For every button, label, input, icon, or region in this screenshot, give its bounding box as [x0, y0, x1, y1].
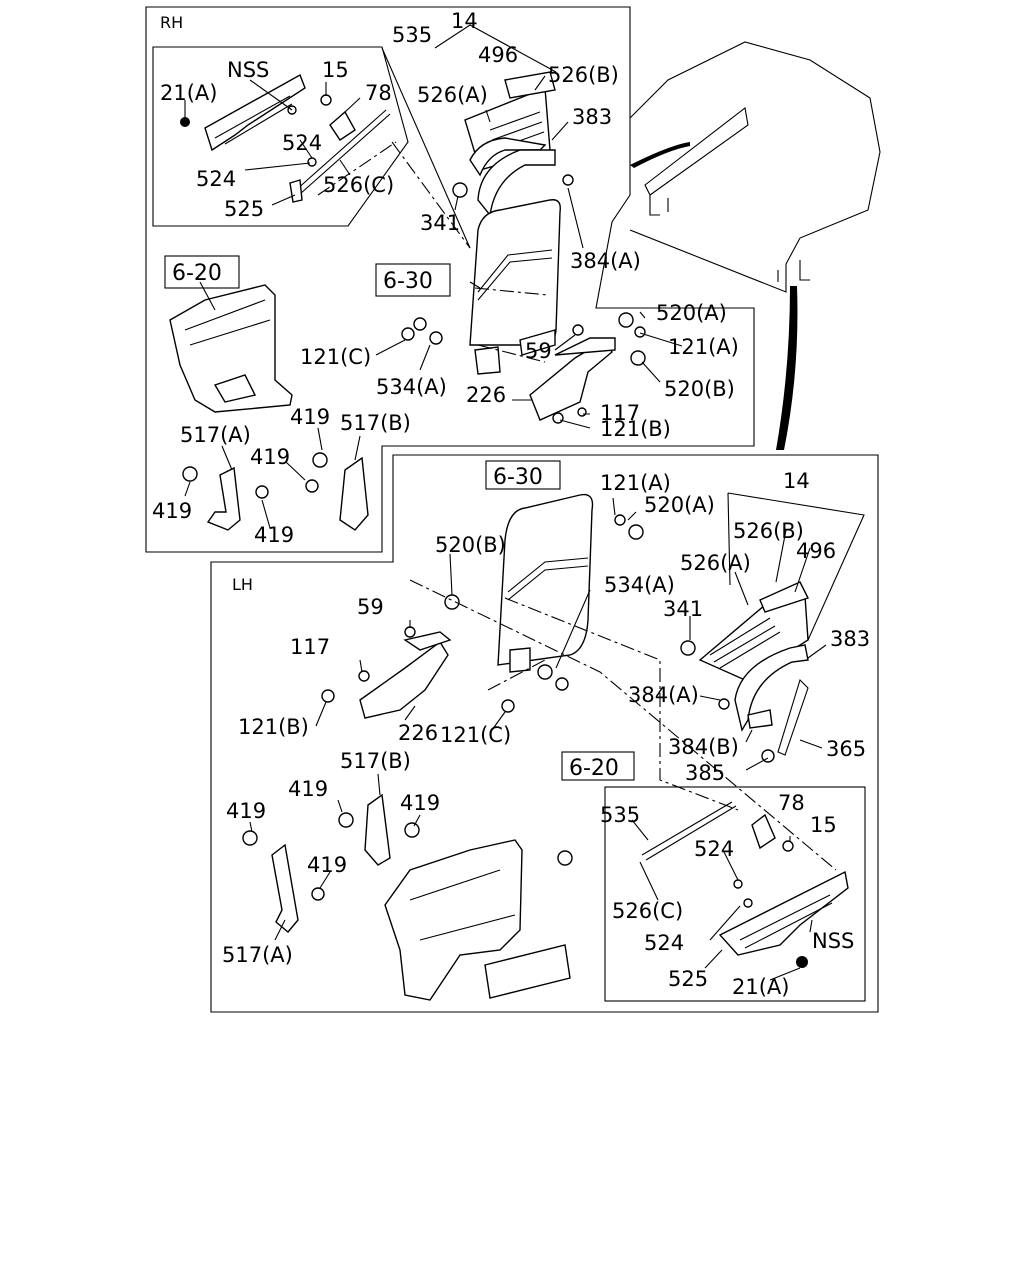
lh-callout-419b: 419	[400, 791, 440, 815]
rh-callout-520b: 520(B)	[664, 377, 735, 401]
rh-quarter-panel	[169, 284, 293, 413]
rh-ref-630: 6-30	[383, 269, 433, 294]
rh-ref-box-630	[375, 263, 451, 297]
lh-callout-385: 385	[685, 761, 725, 785]
rh-callout-383: 383	[572, 105, 612, 129]
lh-callout-384b: 384(B)	[668, 735, 739, 759]
rh-frame	[145, 6, 755, 553]
lh-callout-59: 59	[357, 595, 384, 619]
lh-ref-box-620	[561, 751, 635, 781]
lh-callout-517a: 517(A)	[222, 943, 293, 967]
rh-callout-419d: 419	[254, 523, 294, 547]
rh-bracket-517b	[339, 456, 369, 531]
lh-callout-525: 525	[668, 967, 708, 991]
rh-nss-bracket	[204, 73, 306, 152]
lh-callout-365: 365	[826, 737, 866, 761]
lh-callout-524a: 524	[694, 837, 734, 861]
rh-inner-box	[152, 46, 409, 227]
lh-callout-526c: 526(C)	[612, 899, 683, 923]
lh-callout-419c: 419	[226, 799, 266, 823]
lh-callout-117: 117	[290, 635, 330, 659]
lh-callout-535: 535	[600, 803, 640, 827]
lh-callout-383: 383	[830, 627, 870, 651]
rh-callout-419a: 419	[290, 405, 330, 429]
lh-ref-630: 6-30	[493, 465, 543, 490]
lh-callout-526b: 526(B)	[733, 519, 804, 543]
rh-callout-526a: 526(A)	[417, 83, 488, 107]
rh-callout-384a: 384(A)	[570, 249, 641, 273]
rh-bracket-226	[529, 339, 613, 421]
rh-door-frame	[469, 199, 561, 346]
rh-callout-534a: 534(A)	[376, 375, 447, 399]
rh-callout-21a: 21(A)	[160, 81, 217, 105]
lh-bracket-226	[359, 640, 449, 719]
lh-callout-341: 341	[663, 597, 703, 621]
rh-callout-419c: 419	[152, 499, 192, 523]
rh-callout-nss: NSS	[227, 58, 269, 82]
cab-illustration	[629, 41, 881, 450]
lh-callout-121a: 121(A)	[600, 471, 671, 495]
rh-section-label: RH	[160, 13, 183, 32]
rh-callout-419b: 419	[250, 445, 290, 469]
rh-callout-226: 226	[466, 383, 506, 407]
lh-callout-121b: 121(B)	[238, 715, 309, 739]
rh-callout-517a: 517(A)	[180, 423, 251, 447]
lh-callout-419d: 419	[307, 853, 347, 877]
lh-bracket-517b	[364, 793, 391, 866]
rh-callout-341: 341	[420, 211, 460, 235]
rh-ref-620: 6-20	[172, 261, 222, 286]
rh-callout-121a: 121(A)	[668, 335, 739, 359]
rh-callout-526c: 526(C)	[323, 173, 394, 197]
rh-callout-78: 78	[365, 81, 392, 105]
rh-callout-517b: 517(B)	[340, 411, 411, 435]
rh-bracket-517a	[206, 466, 241, 531]
lh-callout-121c: 121(C)	[440, 723, 511, 747]
rh-callout-535: 535	[392, 23, 432, 47]
rh-callout-496: 496	[478, 43, 518, 67]
lh-callout-520b: 520(B)	[435, 533, 506, 557]
lh-frame	[210, 454, 879, 1013]
lh-callout-21a: 21(A)	[732, 975, 789, 999]
lh-ref-620: 6-20	[569, 756, 619, 781]
lh-callout-15: 15	[810, 813, 837, 837]
lh-ref-box-630	[485, 460, 561, 490]
lh-inner-box	[604, 786, 866, 1002]
rh-callout-121c: 121(C)	[300, 345, 371, 369]
rh-section: RH	[145, 6, 755, 553]
lh-callout-14: 14	[783, 469, 810, 493]
lh-door-frame	[497, 493, 594, 666]
lh-callout-524b: 524	[644, 931, 684, 955]
lh-callout-78: 78	[778, 791, 805, 815]
rh-callout-526b: 526(B)	[548, 63, 619, 87]
rh-ref-box-620	[164, 255, 240, 289]
rh-callout-14: 14	[451, 9, 478, 33]
rh-callout-524b: 524	[196, 167, 236, 191]
lh-callout-534a: 534(A)	[604, 573, 675, 597]
lh-section: LH	[210, 454, 879, 1013]
lh-callout-226: 226	[398, 721, 438, 745]
rh-callout-59: 59	[525, 339, 552, 363]
lh-callout-520a: 520(A)	[644, 493, 715, 517]
lh-callout-496: 496	[796, 539, 836, 563]
lh-section-label: LH	[232, 575, 253, 594]
rh-callout-15: 15	[322, 58, 349, 82]
rh-callout-520a: 520(A)	[656, 301, 727, 325]
rh-callout-121b: 121(B)	[600, 417, 671, 441]
rh-callout-117: 117	[600, 401, 640, 425]
lh-callout-419a: 419	[288, 777, 328, 801]
lh-bracket-517a	[271, 843, 299, 933]
rh-callout-524a: 524	[282, 131, 322, 155]
lh-callout-526a: 526(A)	[680, 551, 751, 575]
lh-callout-384a: 384(A)	[628, 683, 699, 707]
rh-callout-525: 525	[224, 197, 264, 221]
lh-callout-517b: 517(B)	[340, 749, 411, 773]
lh-callout-nss: NSS	[812, 929, 854, 953]
lh-quarter-panel	[384, 839, 523, 1001]
